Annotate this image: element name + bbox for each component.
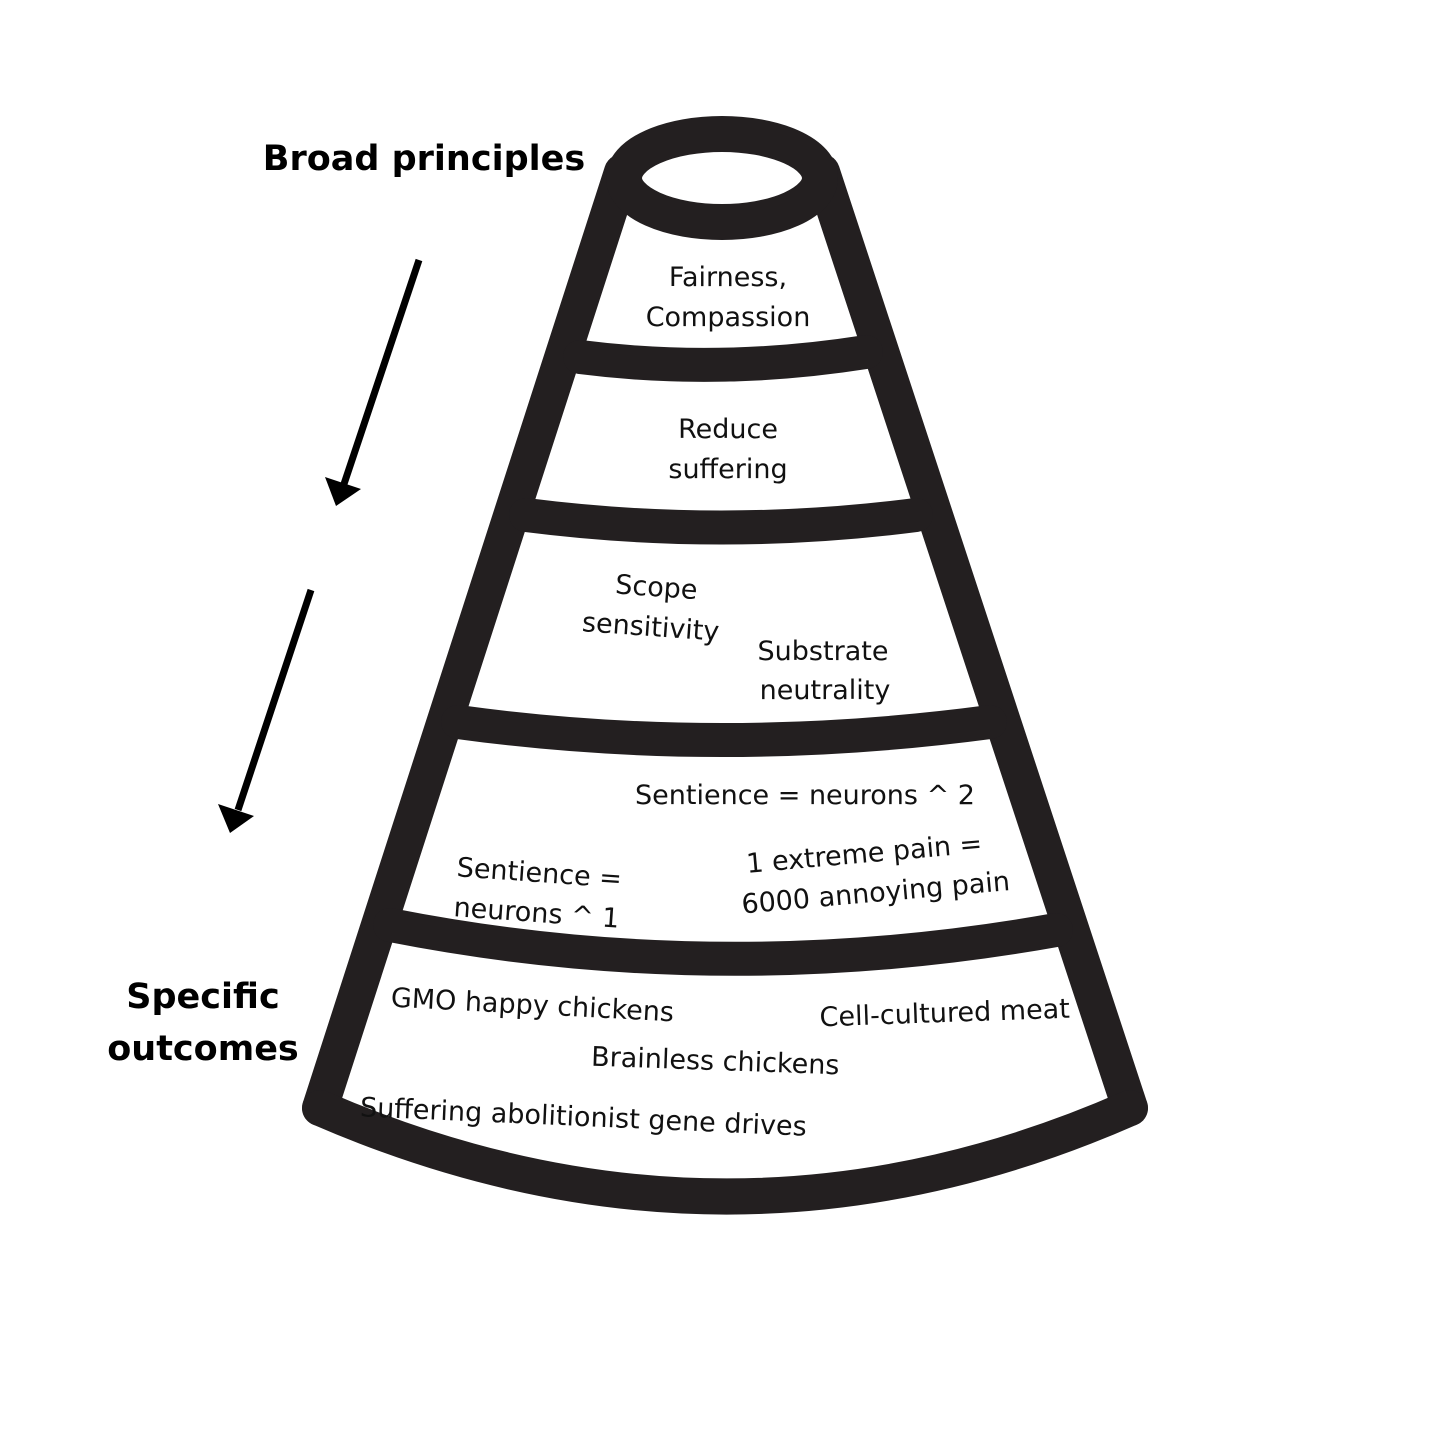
tier-4-item: Sentience = neurons ^ 2 (635, 780, 975, 811)
tier-3-item: Substrate (758, 636, 889, 667)
tier-1: Fairness, Compassion (646, 262, 811, 333)
down-arrow-icon (218, 588, 315, 833)
specific-outcomes-label: Specific (126, 977, 279, 1017)
tier-3-item: neutrality (760, 675, 891, 706)
tier-2-item: Reduce (678, 414, 778, 445)
tier-2: Reduce suffering (668, 414, 787, 485)
divider-1 (563, 335, 883, 382)
tier-3: Scope sensitivity Substrate neutrality (581, 569, 891, 706)
divider-3 (441, 705, 1007, 757)
tier-dividers (373, 335, 1073, 976)
divider-4 (373, 908, 1073, 976)
cone-outline (302, 154, 1148, 1215)
specific-outcomes-label: outcomes (107, 1029, 299, 1069)
tier-3-item: Scope (614, 569, 698, 606)
down-arrow-icon (325, 258, 423, 506)
tier-1-item: Fairness, (669, 262, 787, 293)
tier-2-item: suffering (668, 454, 787, 485)
tier-1-item: Compassion (646, 302, 811, 333)
divider-2 (509, 498, 933, 545)
broad-principles-label: Broad principles (263, 139, 585, 179)
cone-top-opening (606, 116, 838, 240)
